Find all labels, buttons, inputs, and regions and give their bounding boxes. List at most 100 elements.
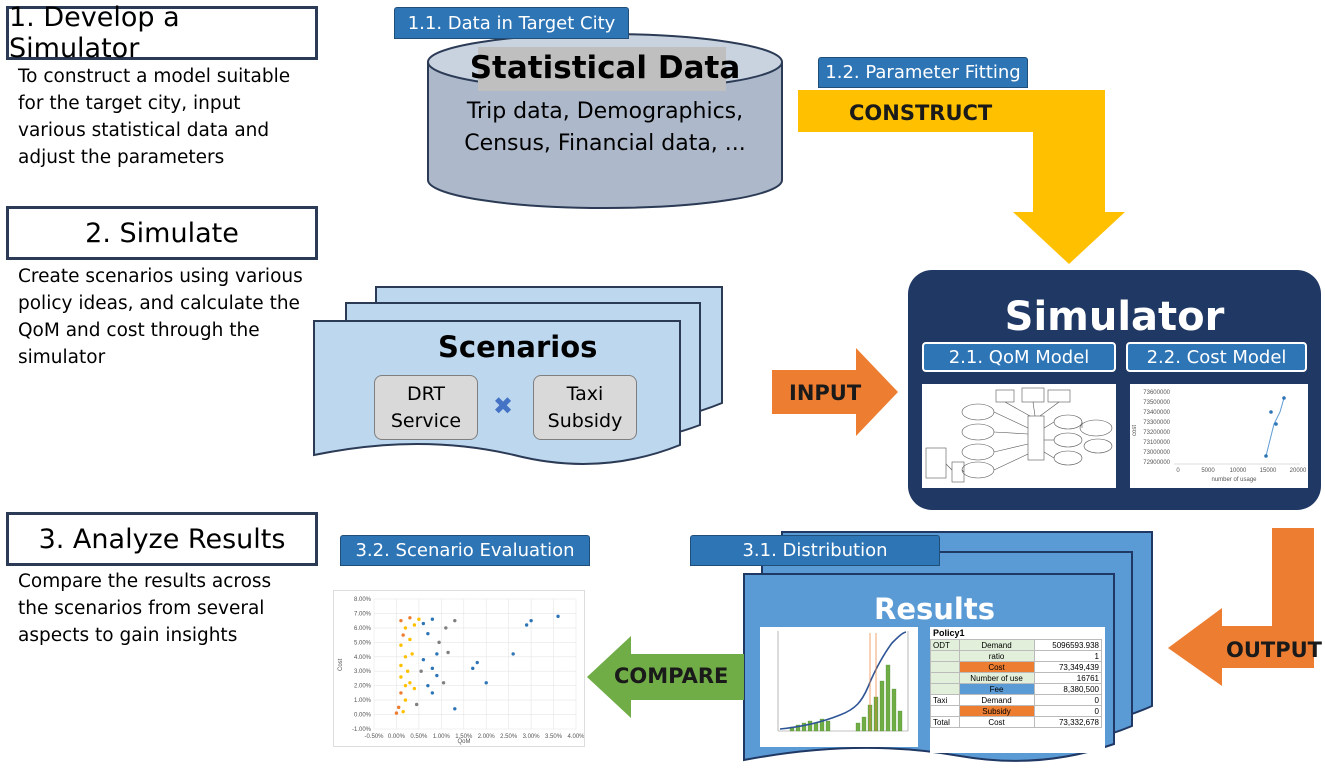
eval-point [403, 683, 408, 688]
step2-description: Create scenarios using various policy id… [18, 266, 303, 368]
cost-y-tick: 73400000 [1143, 410, 1170, 416]
eval-y-tick: -1.00% [352, 727, 372, 733]
eval-point [426, 631, 430, 636]
eval-point [446, 650, 450, 655]
eval-x-tick: 1.50% [455, 734, 473, 740]
eval-point [401, 709, 405, 714]
step2-title-box: 2. Simulate [6, 206, 318, 260]
eval-x-tick: 3.00% [523, 734, 541, 740]
eval-point [421, 621, 426, 626]
policy-cell [930, 650, 960, 662]
cost-x-tick: 15000 [1260, 468, 1277, 474]
policy-cell: 16761 [1033, 672, 1103, 684]
eval-point [405, 669, 410, 673]
eval-point [556, 614, 560, 619]
eval-point [511, 652, 515, 656]
eval-point [430, 666, 435, 671]
eval-point [408, 616, 412, 620]
eval-point [444, 626, 448, 630]
eval-x-tick: 2.00% [478, 734, 496, 740]
eval-point [441, 681, 446, 685]
policy-cell: Cost [958, 716, 1035, 728]
eval-point [430, 691, 435, 695]
construct-label: CONSTRUCT [849, 101, 993, 125]
cost-y-tick: 73500000 [1143, 400, 1170, 406]
eval-point [399, 618, 403, 623]
eval-point [421, 657, 426, 662]
policy-cell: 73,332,678 [1033, 716, 1103, 728]
input-label: INPUT [789, 381, 862, 405]
step3-title: 3. Analyze Results [38, 523, 286, 555]
cost-y-tick: 73100000 [1143, 440, 1170, 446]
statistical-data-highlight [478, 47, 726, 91]
step3-title-box: 3. Analyze Results [6, 512, 318, 566]
policy-cell: 1 [1033, 650, 1103, 662]
eval-point [399, 643, 403, 647]
cost-y-tick: 72900000 [1143, 460, 1170, 466]
cost-y-tick: 73600000 [1143, 390, 1170, 396]
eval-point [399, 691, 403, 695]
eval-point [401, 633, 405, 637]
distribution-histogram [760, 627, 918, 747]
cost-y-tick: 73000000 [1143, 450, 1170, 456]
eval-point [410, 652, 414, 656]
eval-point [471, 666, 475, 671]
eval-y-tick: 3.00% [354, 669, 372, 675]
eval-x-tick: 1.00% [433, 734, 451, 740]
eval-y-tick: 7.00% [354, 611, 372, 617]
cost-point [1274, 422, 1278, 426]
cost-x-tick: 0 [1176, 468, 1180, 474]
eval-y-tick: 2.00% [354, 684, 372, 690]
eval-point [484, 681, 488, 685]
eval-point [408, 637, 412, 642]
qom-model-label: 2.1. QoM Model [922, 342, 1116, 372]
statistical-data-lines: Trip data, Demographics, Census, Financi… [464, 99, 746, 156]
policy-cell: 8,380,500 [1033, 683, 1103, 695]
policy-cell: 73,349,439 [1033, 661, 1103, 673]
policy-table-title: Policy1 [933, 628, 965, 638]
eval-y-tick: 5.00% [354, 640, 372, 646]
cost-point [1264, 454, 1268, 458]
eval-point [408, 681, 412, 685]
statistical-data-title: Statistical Data [469, 50, 741, 86]
eval-point [529, 618, 533, 623]
eval-x-tick: 3.50% [545, 734, 563, 740]
eval-point [524, 623, 529, 627]
eval-point [403, 626, 408, 630]
tab-data-in-target-city: 1.1. Data in Target City [394, 7, 629, 39]
eval-y-tick: 1.00% [354, 698, 372, 704]
eval-y-tick: 4.00% [354, 655, 372, 661]
simulator-panel: Simulator 2.1. QoM Model 2.2. Cost Model [908, 270, 1321, 510]
eval-point [403, 698, 408, 702]
policy-cell: Cost [958, 661, 1035, 673]
eval-point [435, 652, 439, 656]
compare-arrow [587, 636, 744, 718]
input-arrow [772, 348, 898, 436]
cost-x-tick: 10000 [1230, 468, 1247, 474]
cost-y-ticks: 7360000073500000734000007330000073200000… [1143, 390, 1170, 466]
scenarios-title: Scenarios [438, 330, 598, 364]
tab-distribution: 3.1. Distribution [690, 535, 940, 566]
eval-x-tick: -0.50% [364, 734, 384, 740]
cost-model-label: 2.2. Cost Model [1126, 342, 1307, 372]
step3-description: Compare the results across the scenarios… [18, 571, 272, 646]
eval-point [414, 702, 419, 707]
policy-cell: Subsidy [958, 705, 1035, 717]
eval-point [453, 707, 457, 711]
policy-cell: 0 [1033, 694, 1103, 706]
cost-x-tick: 20000 [1290, 468, 1307, 474]
cost-y-tick: 73200000 [1143, 430, 1170, 436]
eval-y-tick: 0.00% [354, 713, 372, 719]
scenario-evaluation-chart: 8.00%7.00%6.00%5.00%4.00%3.00%2.00%1.00%… [333, 590, 585, 747]
eval-point [417, 617, 421, 621]
